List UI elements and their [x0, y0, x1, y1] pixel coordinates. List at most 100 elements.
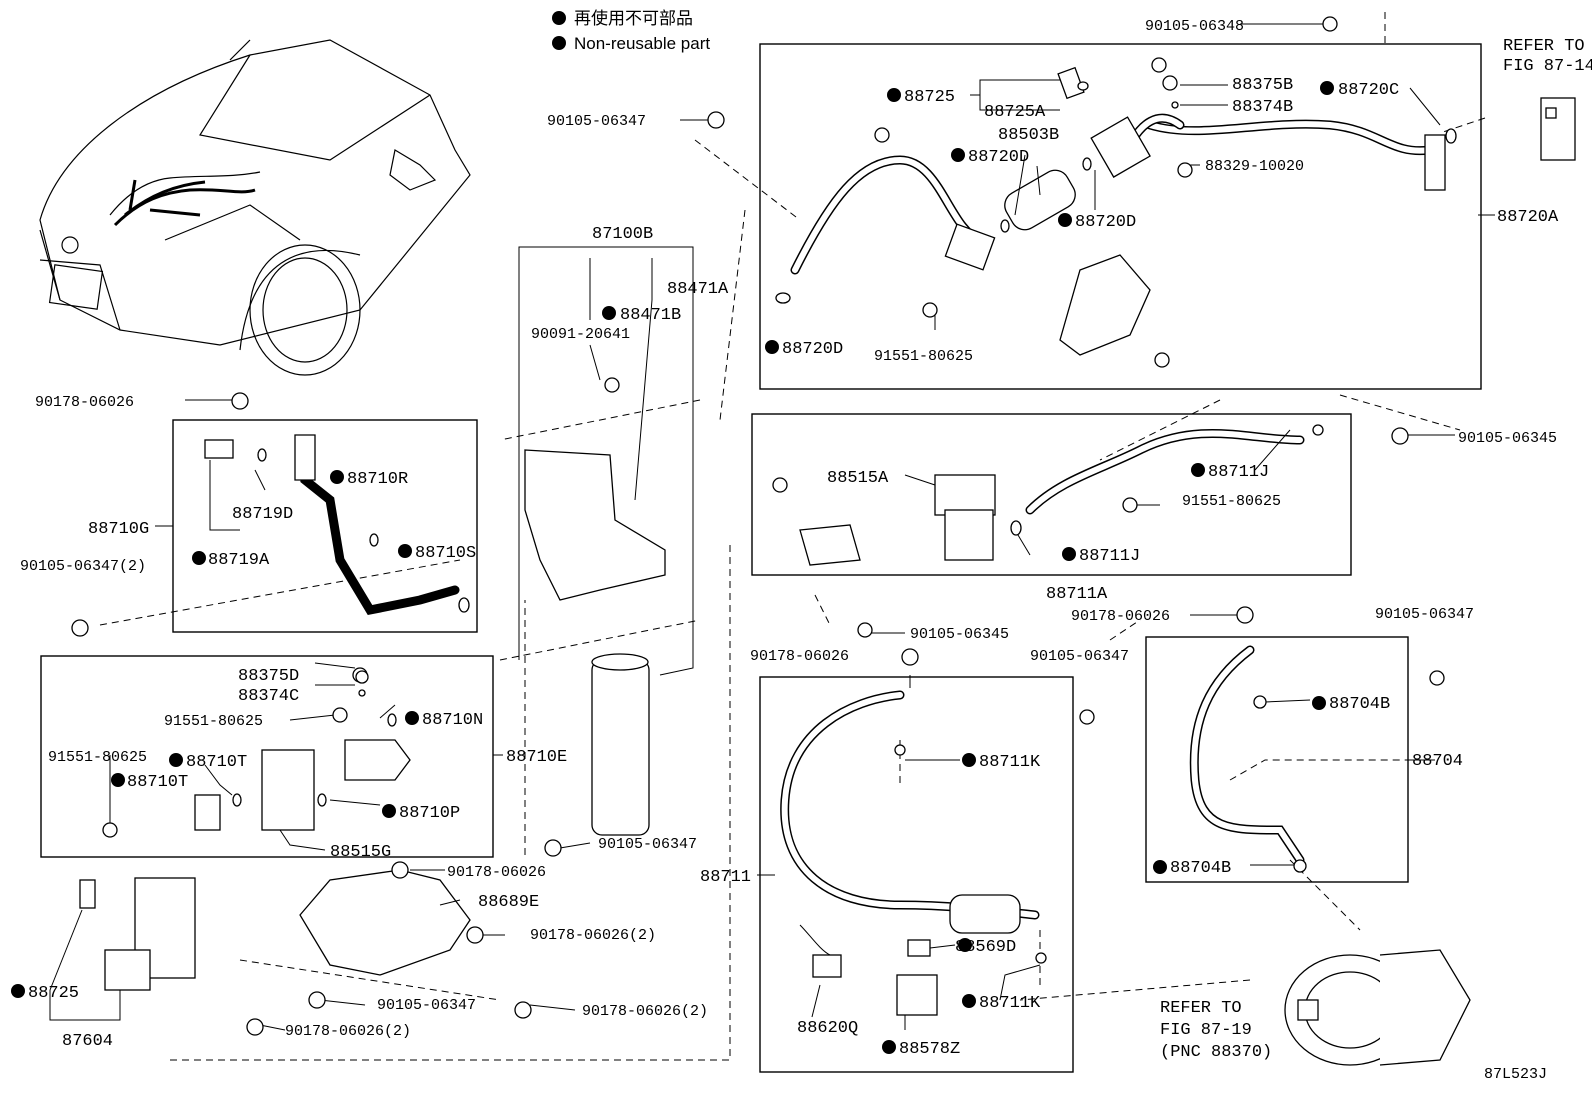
nut-icon — [246, 1018, 264, 1036]
label-90178-06026-top: 90178-06026 — [35, 394, 134, 411]
label-88710E: 88710E — [506, 748, 567, 767]
bracket-87100B — [518, 246, 636, 660]
label-88375D: 88375D — [238, 667, 299, 686]
o-ring-icon — [232, 793, 242, 807]
label-90178-06026-2-b: 90178-06026(2) — [582, 1003, 708, 1020]
label-91551-80625-mid: 91551-80625 — [1182, 493, 1281, 510]
o-ring-icon — [894, 744, 906, 756]
label-88471A: 88471A — [667, 280, 729, 299]
part-sketches — [79, 66, 1576, 1066]
nut-icon — [231, 392, 249, 410]
nonreusable-dot-icon — [382, 804, 396, 818]
bolt-icon — [1122, 497, 1138, 513]
label-88710N: 88710N — [422, 711, 483, 730]
filter-88503B — [1004, 169, 1076, 231]
label-88375B: 88375B — [1232, 76, 1293, 95]
nonreusable-dot-icon — [1058, 213, 1072, 227]
label-88719A: 88719A — [208, 551, 270, 570]
label-88720D-top: 88720D — [968, 148, 1029, 167]
o-ring-icon — [1445, 128, 1457, 144]
bolt-icon — [1154, 352, 1170, 368]
o-ring-icon — [257, 448, 267, 462]
o-ring-icon — [317, 793, 327, 807]
nonreusable-dot-icon — [405, 711, 419, 725]
label-88329-10020: 88329-10020 — [1205, 158, 1304, 175]
label-88711A: 88711A — [1046, 585, 1108, 604]
bracket-87100B-part — [524, 449, 666, 601]
label-88569D: 88569D — [955, 938, 1016, 957]
nut-icon — [1236, 606, 1254, 624]
o-ring-icon — [387, 713, 397, 727]
label-90105-06347-mid2: 90105-06347 — [1030, 648, 1129, 665]
nonreusable-dot-icon — [962, 753, 976, 767]
label-88710R: 88710R — [347, 470, 408, 489]
expansion-valve — [1540, 97, 1576, 161]
o-ring-icon — [1035, 952, 1047, 964]
label-90105-06347-top: 90105-06347 — [547, 113, 646, 130]
nonreusable-dots — [11, 81, 1334, 1054]
bolt-icon — [874, 127, 890, 143]
label-88374C: 88374C — [238, 687, 299, 706]
nonreusable-dot-icon — [958, 938, 972, 952]
bolt-icon — [1151, 57, 1167, 73]
label-91551-80625-left2: 91551-80625 — [48, 749, 147, 766]
o-ring-icon — [1000, 219, 1010, 233]
fasteners — [71, 16, 1457, 1036]
ref-fig-87-19-line3: (PNC 88370) — [1160, 1043, 1272, 1062]
label-88711J-top: 88711J — [1208, 463, 1269, 482]
o-ring-icon — [458, 597, 470, 613]
label-90178-06026-right: 90178-06026 — [1071, 608, 1170, 625]
label-90178-06026-2-c: 90178-06026(2) — [285, 1023, 411, 1040]
label-88704B-top: 88704B — [1329, 695, 1390, 714]
ref-fig-87-19-line2: FIG 87-19 — [1160, 1021, 1252, 1040]
box-88720A — [759, 43, 1482, 390]
label-88720A: 88720A — [1497, 208, 1559, 227]
nonreusable-dot-icon — [962, 994, 976, 1008]
nonreusable-dot-icon — [169, 753, 183, 767]
label-88578Z: 88578Z — [899, 1040, 960, 1059]
label-88710T-a: 88710T — [186, 753, 247, 772]
label-90105-06347-2-left: 90105-06347(2) — [20, 558, 146, 575]
nonreusable-dot-icon — [330, 470, 344, 484]
o-ring-icon — [1253, 695, 1267, 709]
cap-icon — [355, 670, 369, 684]
bolt-icon — [71, 619, 89, 637]
dryer-cylinder — [591, 659, 650, 836]
bolt-icon — [332, 707, 348, 723]
box-88710E — [40, 655, 494, 858]
label-88515A: 88515A — [827, 469, 889, 488]
label-88704B-bot: 88704B — [1170, 859, 1231, 878]
bolt-icon — [707, 111, 725, 129]
label-88374B: 88374B — [1232, 98, 1293, 117]
label-87100B: 87100B — [592, 225, 653, 244]
bolt-icon — [857, 622, 873, 638]
label-88719D: 88719D — [232, 505, 293, 524]
label-88720C: 88720C — [1338, 81, 1399, 100]
label-91551-80625-left: 91551-80625 — [164, 713, 263, 730]
label-88689E: 88689E — [478, 893, 539, 912]
label-88515G: 88515G — [330, 843, 391, 862]
reference-notes: REFER TO FIG 87-14 REFER TO FIG 87-19 (P… — [1160, 37, 1592, 1062]
label-88725: 88725 — [904, 88, 955, 107]
label-90091-20641: 90091-20641 — [531, 326, 630, 343]
ref-fig-87-14-line1: REFER TO — [1503, 37, 1585, 56]
label-88725A: 88725A — [984, 103, 1046, 122]
box-88711A — [751, 413, 1352, 576]
sensor-88515A — [934, 474, 996, 516]
label-90105-06347-low: 90105-06347 — [598, 836, 697, 853]
bolt-icon — [1429, 670, 1445, 686]
label-90105-06347-right: 90105-06347 — [1375, 606, 1474, 623]
label-88704: 88704 — [1412, 752, 1463, 771]
leader-lines — [49, 23, 1495, 1031]
label-90105-06345-mid: 90105-06345 — [910, 626, 1009, 643]
o-ring-icon — [1082, 157, 1092, 171]
bolt-icon — [922, 302, 938, 318]
ref-fig-87-14-line2: FIG 87-14 — [1503, 57, 1592, 76]
o-ring-icon — [1293, 859, 1307, 873]
nut-icon — [466, 926, 484, 944]
part-labels: 90105-06348 88375B 88374B 88720C 88725 8… — [20, 18, 1559, 1059]
nonreusable-dot-icon — [765, 340, 779, 354]
bolt-icon — [1391, 427, 1409, 445]
label-90178-06026-low: 90178-06026 — [447, 864, 546, 881]
